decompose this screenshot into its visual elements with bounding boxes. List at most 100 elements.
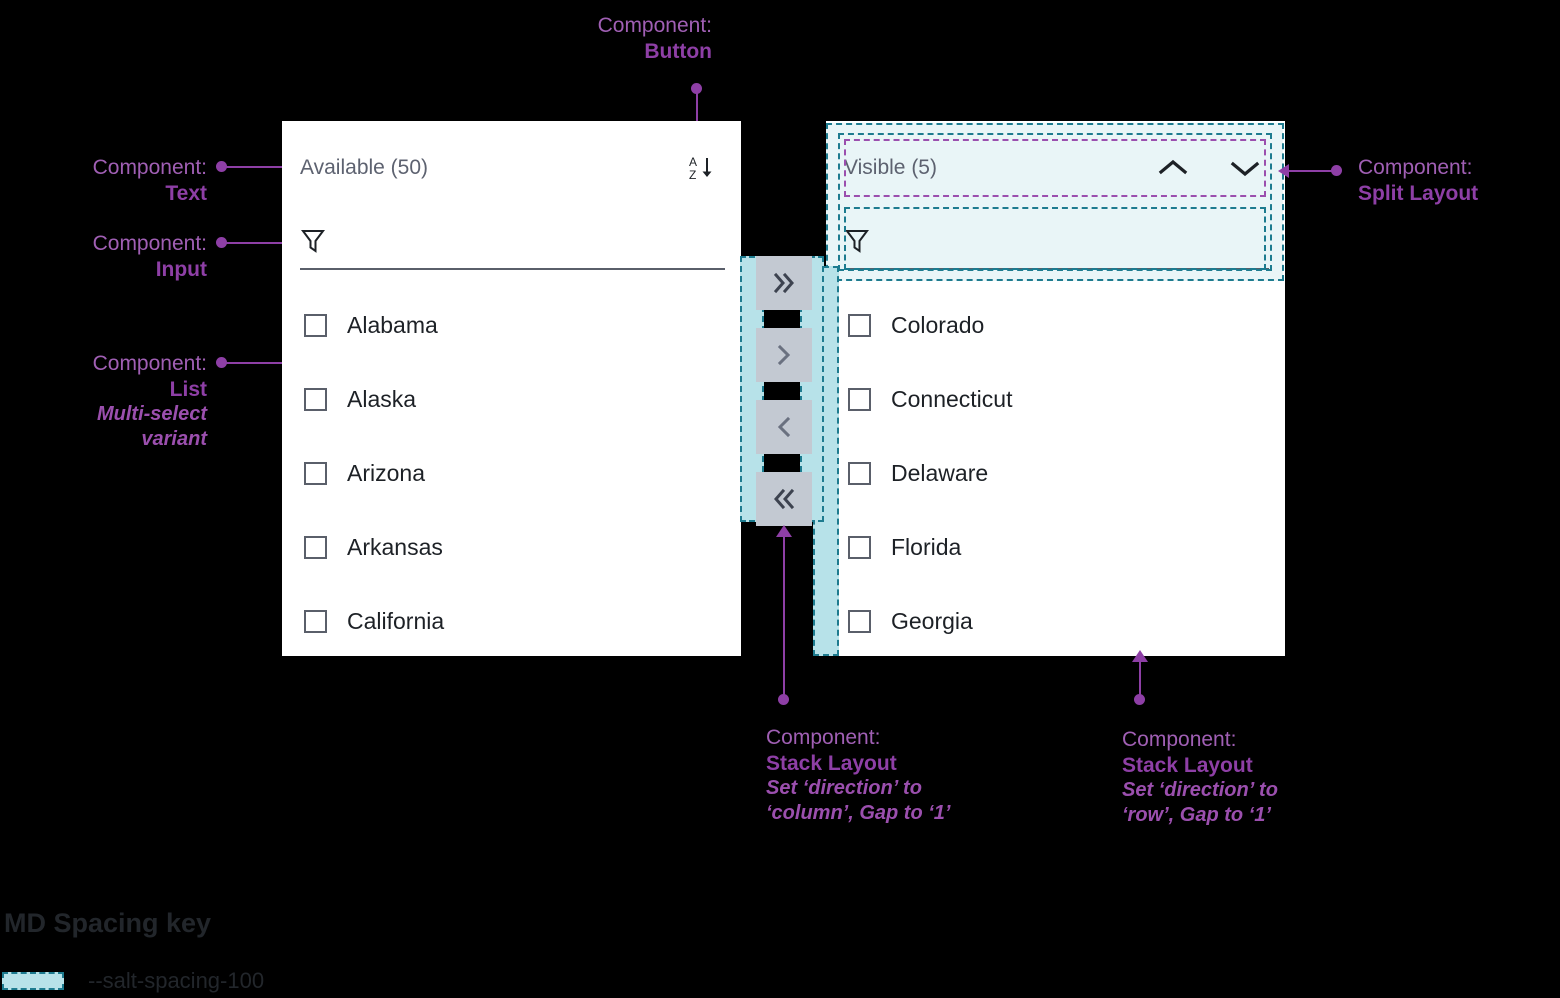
list-item-label: Connecticut [891, 385, 1013, 412]
annotation-arrow-stack-column [776, 525, 792, 537]
annotation-sub-line-2: ‘row’, Gap to ‘1’ [1122, 803, 1271, 826]
chevron-up-icon [1158, 159, 1188, 175]
list-item[interactable]: Alaska [282, 362, 741, 436]
move-left-button[interactable] [756, 400, 812, 454]
annotation-line-list [224, 362, 294, 364]
spacing-key-title: MD Spacing key [4, 908, 212, 938]
annotation-dot-button [691, 83, 702, 94]
annotation-list: Component: List Multi-select variant [93, 351, 207, 451]
available-filter-input[interactable] [300, 215, 725, 267]
annotation-line-button [696, 89, 698, 131]
list-item-label: Alabama [347, 311, 438, 338]
list-item[interactable]: Arkansas [282, 510, 741, 584]
annotation-text: Component: Text [93, 155, 207, 206]
annotation-sub-line-2: ‘column’, Gap to ‘1’ [766, 801, 951, 824]
annotation-label: Component: [1358, 156, 1473, 179]
move-all-right-button[interactable] [756, 256, 812, 310]
list-item[interactable]: Arizona [282, 436, 741, 510]
checkbox[interactable] [848, 609, 871, 633]
list-item[interactable]: Connecticut [826, 362, 1285, 436]
annotation-dot-list [216, 357, 227, 368]
checkbox[interactable] [304, 609, 327, 633]
checkbox[interactable] [848, 535, 871, 559]
list-item-label: California [347, 607, 445, 634]
list-item[interactable]: Alabama [282, 288, 741, 362]
annotation-label: Component: [92, 352, 207, 375]
list-item[interactable]: California [282, 584, 741, 658]
filter-funnel-icon [845, 230, 869, 253]
available-panel-header-buttons: A Z [679, 146, 723, 190]
list-item-label: Arizona [347, 459, 425, 486]
available-panel-title: Available (50) [300, 156, 429, 179]
move-up-button[interactable] [1151, 146, 1195, 190]
move-down-button[interactable] [1223, 146, 1267, 190]
annotation-component-name: Input [155, 257, 207, 281]
checkbox[interactable] [304, 461, 327, 485]
annotation-dot-text [216, 161, 227, 172]
annotation-dot-stack-row [1134, 694, 1145, 705]
spacing-key-token: --salt-spacing-100 [88, 968, 265, 993]
list-item-label: Colorado [891, 311, 985, 338]
annotation-label: Component: [1122, 728, 1237, 751]
available-filter-underline [300, 268, 725, 270]
transfer-button-stack [756, 256, 812, 526]
checkbox[interactable] [304, 313, 327, 337]
annotation-component-name: Text [165, 181, 207, 205]
annotation-sub-line-1: Set ‘direction’ to [1122, 779, 1278, 802]
visible-panel-header: Visible (5) [826, 140, 1285, 196]
annotation-label: Component: [597, 14, 712, 37]
checkbox[interactable] [304, 387, 327, 411]
annotation-stack-column: Component: Stack Layout Set ‘direction’ … [766, 725, 950, 825]
annotation-stack-row: Component: Stack Layout Set ‘direction’ … [1122, 727, 1278, 827]
available-panel [282, 121, 741, 656]
annotation-dot-input [216, 237, 227, 248]
annotation-sub-line-1: Set ‘direction’ to [766, 777, 922, 800]
annotation-arrow-split-layout [1278, 164, 1289, 178]
visible-list[interactable]: Colorado Connecticut Delaware Florida Ge… [826, 288, 1285, 656]
annotation-label: Component: [766, 726, 881, 749]
annotation-arrow-stack-row [1132, 650, 1148, 662]
checkbox[interactable] [304, 535, 327, 559]
checkbox[interactable] [848, 461, 871, 485]
annotation-sub-line-1: Multi-select [96, 403, 207, 426]
checkbox[interactable] [848, 387, 871, 411]
available-list[interactable]: Alabama Alaska Arizona Arkansas Californ… [282, 288, 741, 656]
list-item-label: Georgia [891, 607, 973, 634]
chevron-double-left-icon [774, 488, 795, 510]
list-item-label: Alaska [347, 385, 417, 412]
annotation-dot-split-layout [1331, 165, 1342, 176]
spacing-tint-header-block [826, 123, 1283, 281]
svg-text:A: A [689, 155, 697, 169]
list-item[interactable]: Georgia [826, 584, 1285, 658]
list-item[interactable]: Colorado [826, 288, 1285, 362]
list-item[interactable]: Delaware [826, 436, 1285, 510]
chevron-double-right-icon [773, 272, 794, 294]
spacing-overlay-header-slot [838, 133, 1272, 271]
annotation-component-name: Stack Layout [1122, 753, 1253, 777]
move-right-button[interactable] [756, 328, 812, 382]
visible-panel-header-buttons [1151, 146, 1267, 190]
chevron-right-icon [777, 344, 791, 366]
spacing-overlay-filter-slot [844, 207, 1266, 270]
annotation-line-input [224, 242, 294, 244]
annotation-line-text [224, 166, 286, 168]
annotation-input: Component: Input [93, 231, 207, 282]
annotation-component-name: Button [644, 39, 712, 63]
visible-filter-input[interactable] [844, 215, 1269, 267]
list-item-label: Florida [891, 533, 962, 560]
annotation-dot-stack-column [778, 694, 789, 705]
annotation-line-stack-row [1139, 662, 1141, 698]
list-item-label: Delaware [891, 459, 989, 486]
list-item-label: Arkansas [347, 533, 443, 560]
annotation-split-layout: Component: Split Layout [1358, 155, 1478, 206]
checkbox[interactable] [848, 313, 871, 337]
sort-az-button[interactable]: A Z [679, 146, 723, 190]
list-item[interactable]: Florida [826, 510, 1285, 584]
sort-az-icon: A Z [689, 155, 712, 182]
annotation-component-name: Stack Layout [766, 751, 897, 775]
annotation-line-stack-column [783, 537, 785, 699]
visible-panel-title: Visible (5) [844, 156, 937, 179]
move-all-left-button[interactable] [756, 472, 812, 526]
annotation-label: Component: [92, 156, 207, 179]
svg-text:Z: Z [689, 168, 696, 182]
